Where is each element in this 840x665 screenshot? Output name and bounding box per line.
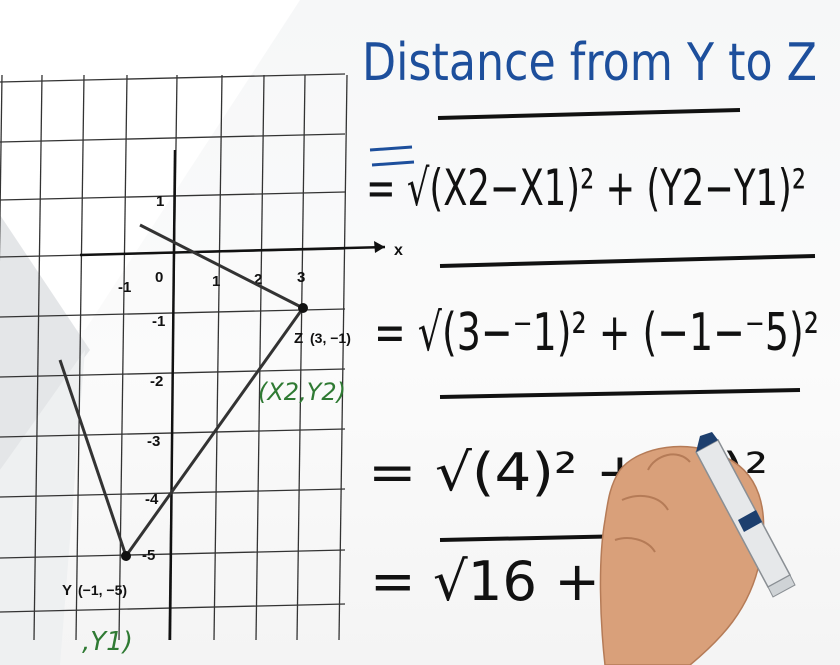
- x-axis-letter: x: [394, 242, 403, 259]
- chevron-shape-top: [0, 0, 300, 330]
- grid-line-vertical: [75, 74, 85, 641]
- grid-line-horizontal: [0, 133, 346, 143]
- y-tick-label: -1: [152, 313, 165, 330]
- grid-line-horizontal: [0, 73, 346, 83]
- radical-bar-1: [437, 108, 741, 120]
- grid-line-vertical: [213, 74, 223, 641]
- chevron-shape-bottom: [0, 350, 85, 665]
- step-4-equation: = √16 +: [370, 550, 600, 613]
- x-tick-label: 0: [155, 269, 163, 286]
- radical-bar-4: [439, 534, 631, 542]
- segment-left: [58, 359, 128, 557]
- chevron-shape-left: [0, 215, 90, 470]
- point-z-name: Z: [294, 330, 303, 347]
- z-formula-label: (X2,Y2): [258, 378, 346, 406]
- y-tick-label: -3: [147, 433, 160, 450]
- y-tick-label: -4: [145, 491, 159, 508]
- x-axis-arrow: [374, 241, 385, 253]
- x-tick-label: 2: [254, 271, 262, 288]
- segment-yz: [124, 307, 305, 557]
- grid-line-horizontal: [0, 603, 346, 613]
- grid-line-vertical: [296, 74, 306, 641]
- point-y-dot: [121, 551, 131, 561]
- board-title: Distance from Y to Z: [362, 33, 817, 93]
- segment-top: [139, 223, 304, 310]
- x-tick-label: -1: [118, 279, 131, 296]
- radical-bar-2: [439, 254, 816, 268]
- point-z-coords: (3, −1): [310, 330, 351, 346]
- grid-line-vertical: [33, 74, 43, 641]
- grid-line-vertical: [338, 74, 348, 641]
- x-axis-line: [79, 245, 386, 257]
- point-z-dot: [298, 303, 308, 313]
- radical-bar-3: [439, 388, 801, 399]
- step-2-equation: = √(3−⁻1)² + (−1−⁻5)²: [374, 303, 819, 363]
- x-tick-label: 3: [297, 269, 305, 286]
- y-tick-label: 1: [156, 193, 164, 210]
- y-tick-label: -5: [142, 547, 155, 564]
- grid-line-vertical: [255, 74, 265, 641]
- point-y-coords: (−1, −5): [78, 582, 127, 598]
- blue-equals-mark: [371, 160, 415, 167]
- y-tick-label: -2: [150, 373, 163, 390]
- grid-line-horizontal: [0, 191, 346, 201]
- x-tick-label: 1: [212, 273, 220, 290]
- grid-line-vertical: [118, 74, 128, 641]
- grid-line-vertical: [0, 74, 3, 263]
- point-y-name: Y: [62, 582, 72, 599]
- marker-icon: [694, 432, 796, 598]
- step-1-equation: = √(X2−X1)² + (Y2−Y1)²: [366, 159, 806, 217]
- y-formula-label: ,Y1): [82, 627, 133, 657]
- y-axis-line: [168, 149, 177, 641]
- grid-line-horizontal: [0, 549, 346, 559]
- blue-equals-mark: [369, 145, 413, 152]
